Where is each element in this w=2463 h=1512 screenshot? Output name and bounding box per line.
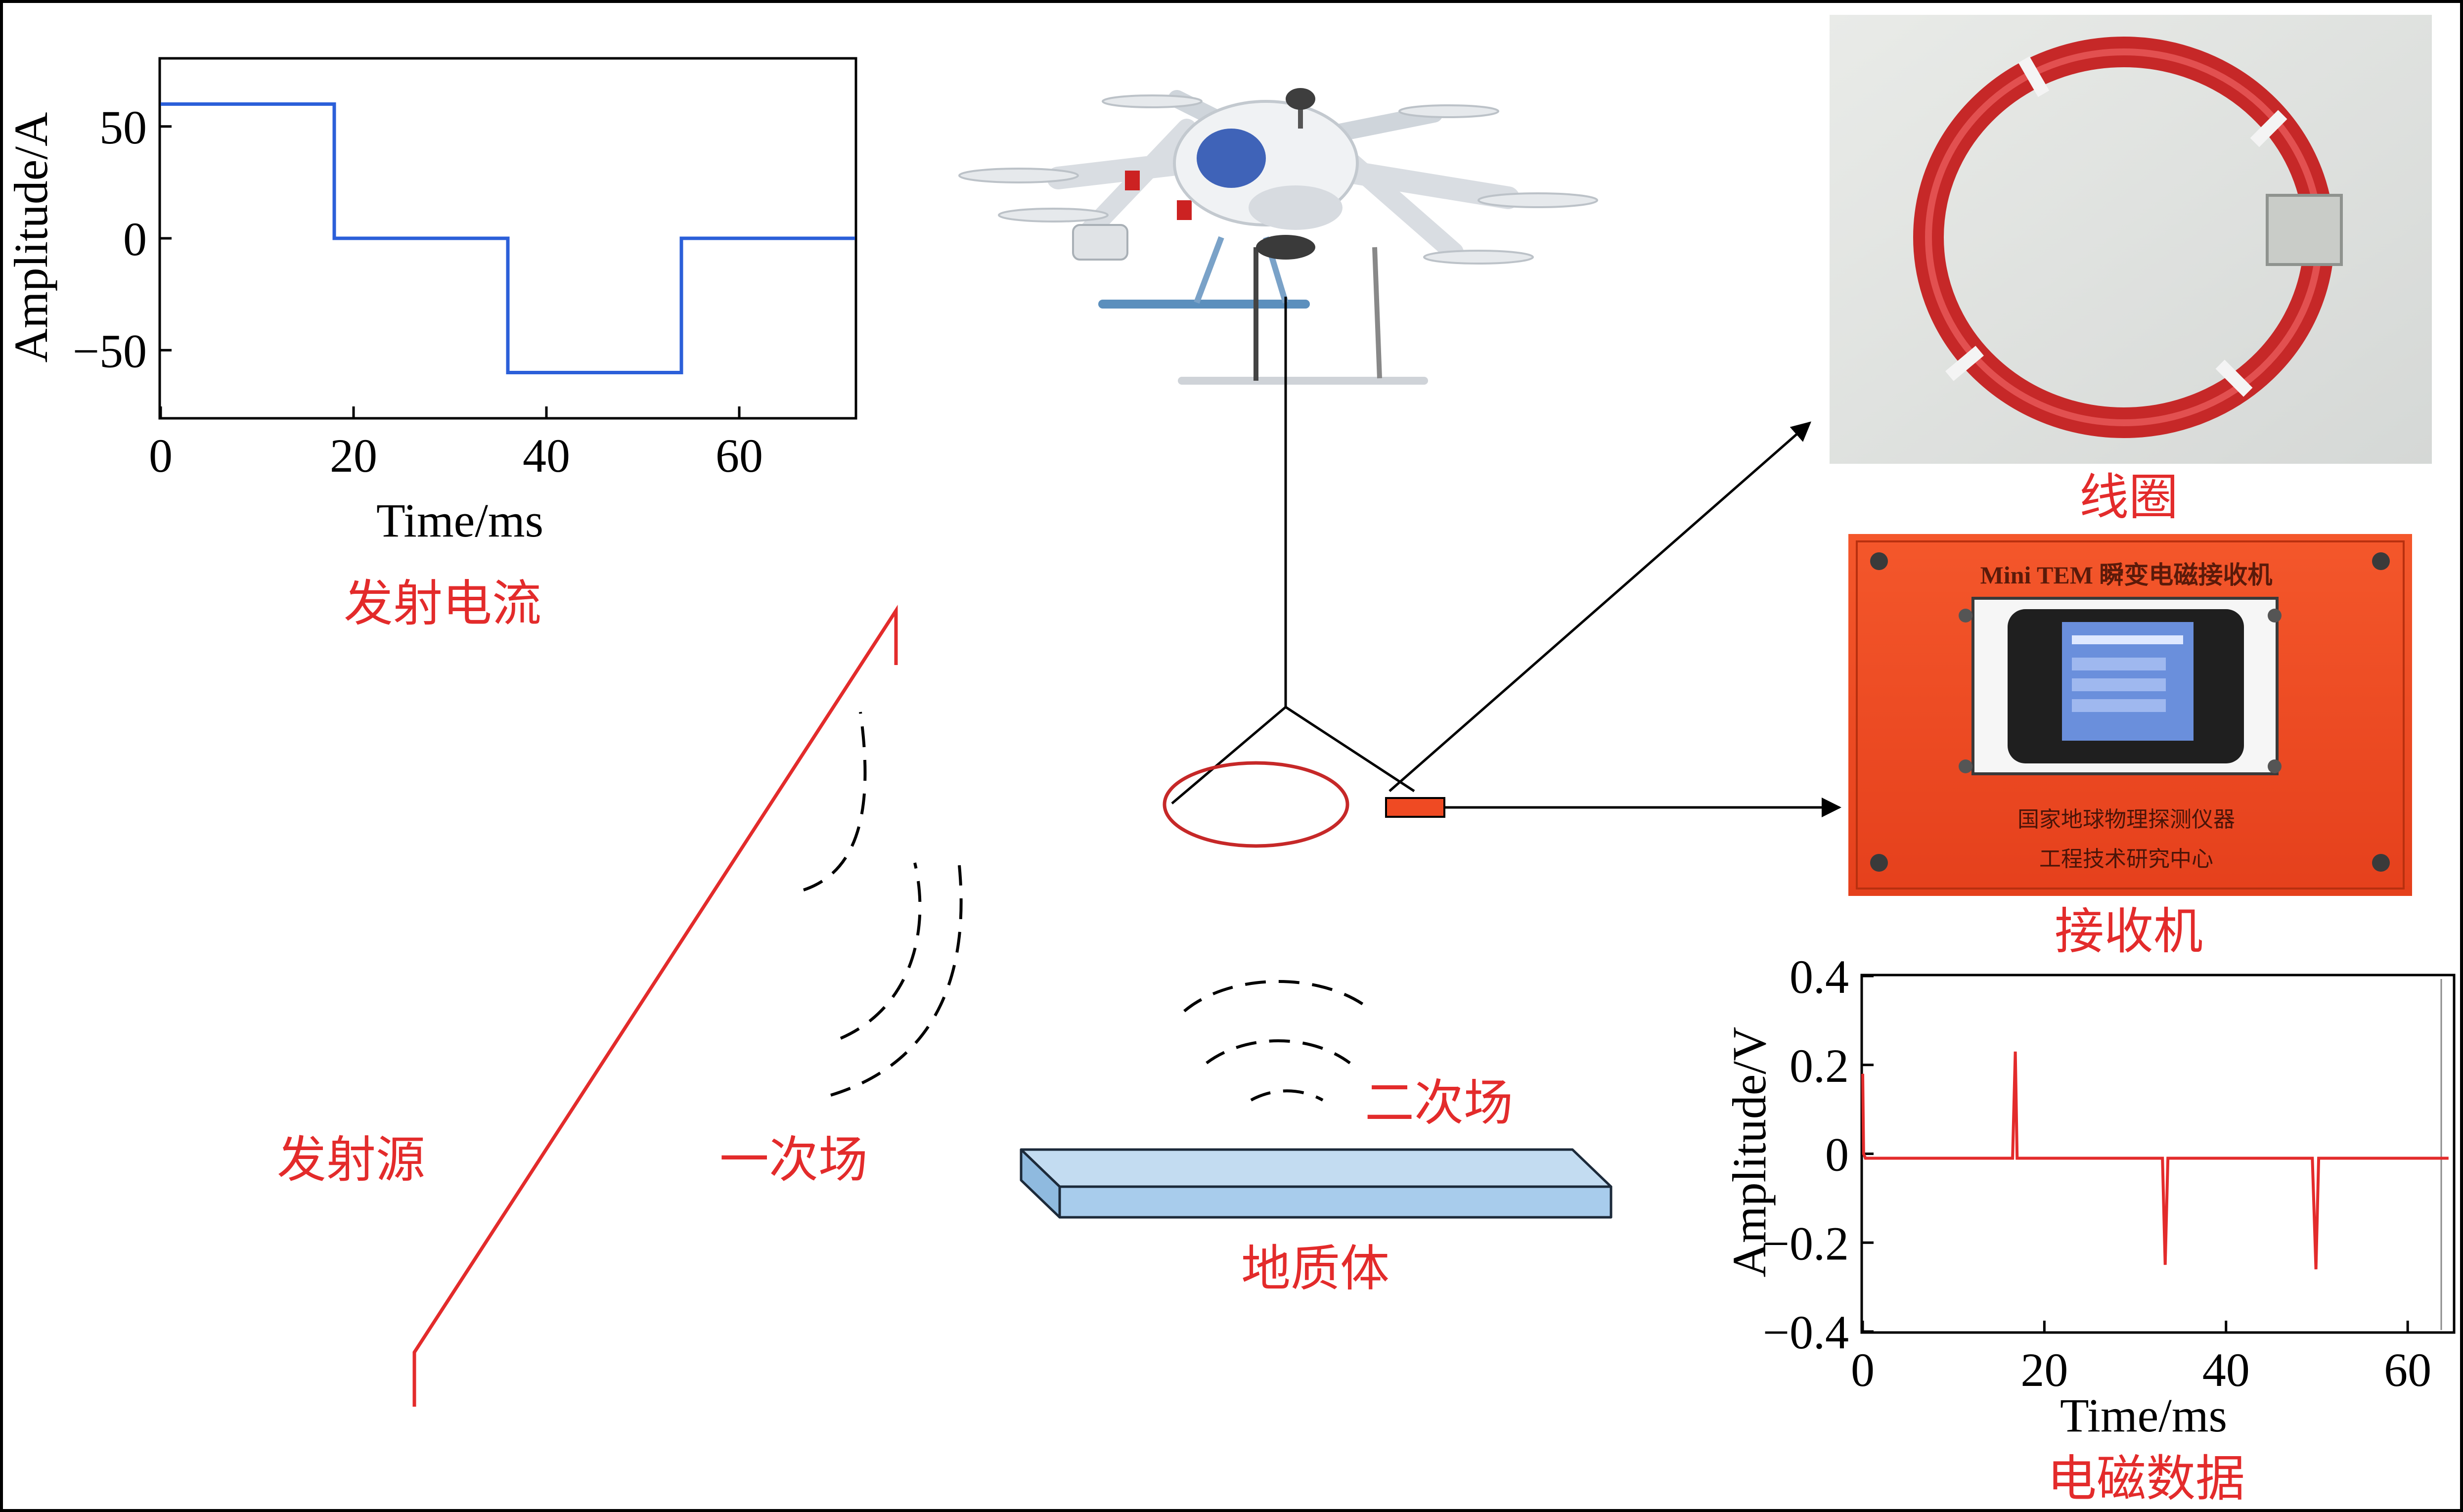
receiver-box-marker <box>1385 797 1445 818</box>
x-tick-label: 40 <box>523 429 570 482</box>
geologic-body <box>1020 1148 1612 1219</box>
receiver-photo-header: Mini TEM 瞬变电磁接收机 <box>1980 561 2273 589</box>
chart1-frame <box>158 57 857 420</box>
x-tick-label: 60 <box>716 429 763 482</box>
secondary-field-waves <box>1183 980 1373 1102</box>
x-tick-label: 20 <box>330 429 377 482</box>
label-em-data: 电磁数据 <box>2047 1452 2245 1507</box>
chart2-xlabel: Time/ms <box>2060 1389 2227 1442</box>
transmit-source-line <box>412 605 898 1407</box>
em-data-chart: 0 20 40 60 0.4 0.2 0 −0.2 −0.4 Time/ms Amplitude… <box>1723 950 2456 1507</box>
y-tick-label: 0 <box>1825 1128 1849 1181</box>
y-tick-label: 50 <box>99 101 147 154</box>
chart1-xlabel: Time/ms <box>376 494 543 547</box>
arrow-icon <box>1388 421 1812 792</box>
y-tick-label: 0 <box>123 213 147 266</box>
coil-photo <box>1830 15 2432 464</box>
y-tick-label: −50 <box>73 324 147 377</box>
x-tick-label: 0 <box>149 429 173 482</box>
label-receiver: 接收机 <box>2055 904 2203 959</box>
receiver-loop <box>1163 761 1349 848</box>
label-primary-field: 一次场 <box>719 1133 868 1188</box>
chart2-frame <box>1860 974 2456 1334</box>
y-tick-label: 0.4 <box>1790 950 1849 1003</box>
label-coil: 线圈 <box>2079 470 2178 525</box>
y-tick-label: −0.2 <box>1763 1217 1849 1270</box>
receiver-photo-line1: 国家地球物理探测仪器 <box>2017 807 2235 832</box>
x-tick-label: 20 <box>2020 1343 2068 1396</box>
y-tick-label: −0.4 <box>1763 1306 1849 1359</box>
x-tick-label: 40 <box>2202 1343 2250 1396</box>
x-tick-label: 60 <box>2384 1343 2431 1396</box>
receiver-photo: Mini TEM 瞬变电磁接收机 国家地球物理探测仪器 工程技术研究中心 <box>1848 534 2412 896</box>
chart2-ticks: 0 20 40 60 0.4 0.2 0 −0.2 −0.4 <box>1763 950 2431 1396</box>
primary-field-waves <box>803 712 963 1097</box>
drone-image <box>958 88 1598 385</box>
y-tick-label: 0.2 <box>1790 1039 1849 1092</box>
tether-and-loop <box>1163 297 1445 848</box>
chart1-ylabel: Amplitude/A <box>4 112 57 363</box>
label-transmit-source: 发射源 <box>277 1133 425 1188</box>
chart2-series-line <box>1861 1051 2449 1270</box>
label-geologic-body: 地质体 <box>1241 1242 1389 1296</box>
x-tick-label: 0 <box>1851 1343 1875 1396</box>
receiver-photo-line2: 工程技术研究中心 <box>2039 847 2213 871</box>
chart2-ylabel: Amplitude/V <box>1723 1027 1776 1278</box>
label-transmit-current: 发射电流 <box>344 577 541 631</box>
label-secondary-field: 二次场 <box>1365 1076 1513 1131</box>
chart1-series-line <box>161 102 855 374</box>
